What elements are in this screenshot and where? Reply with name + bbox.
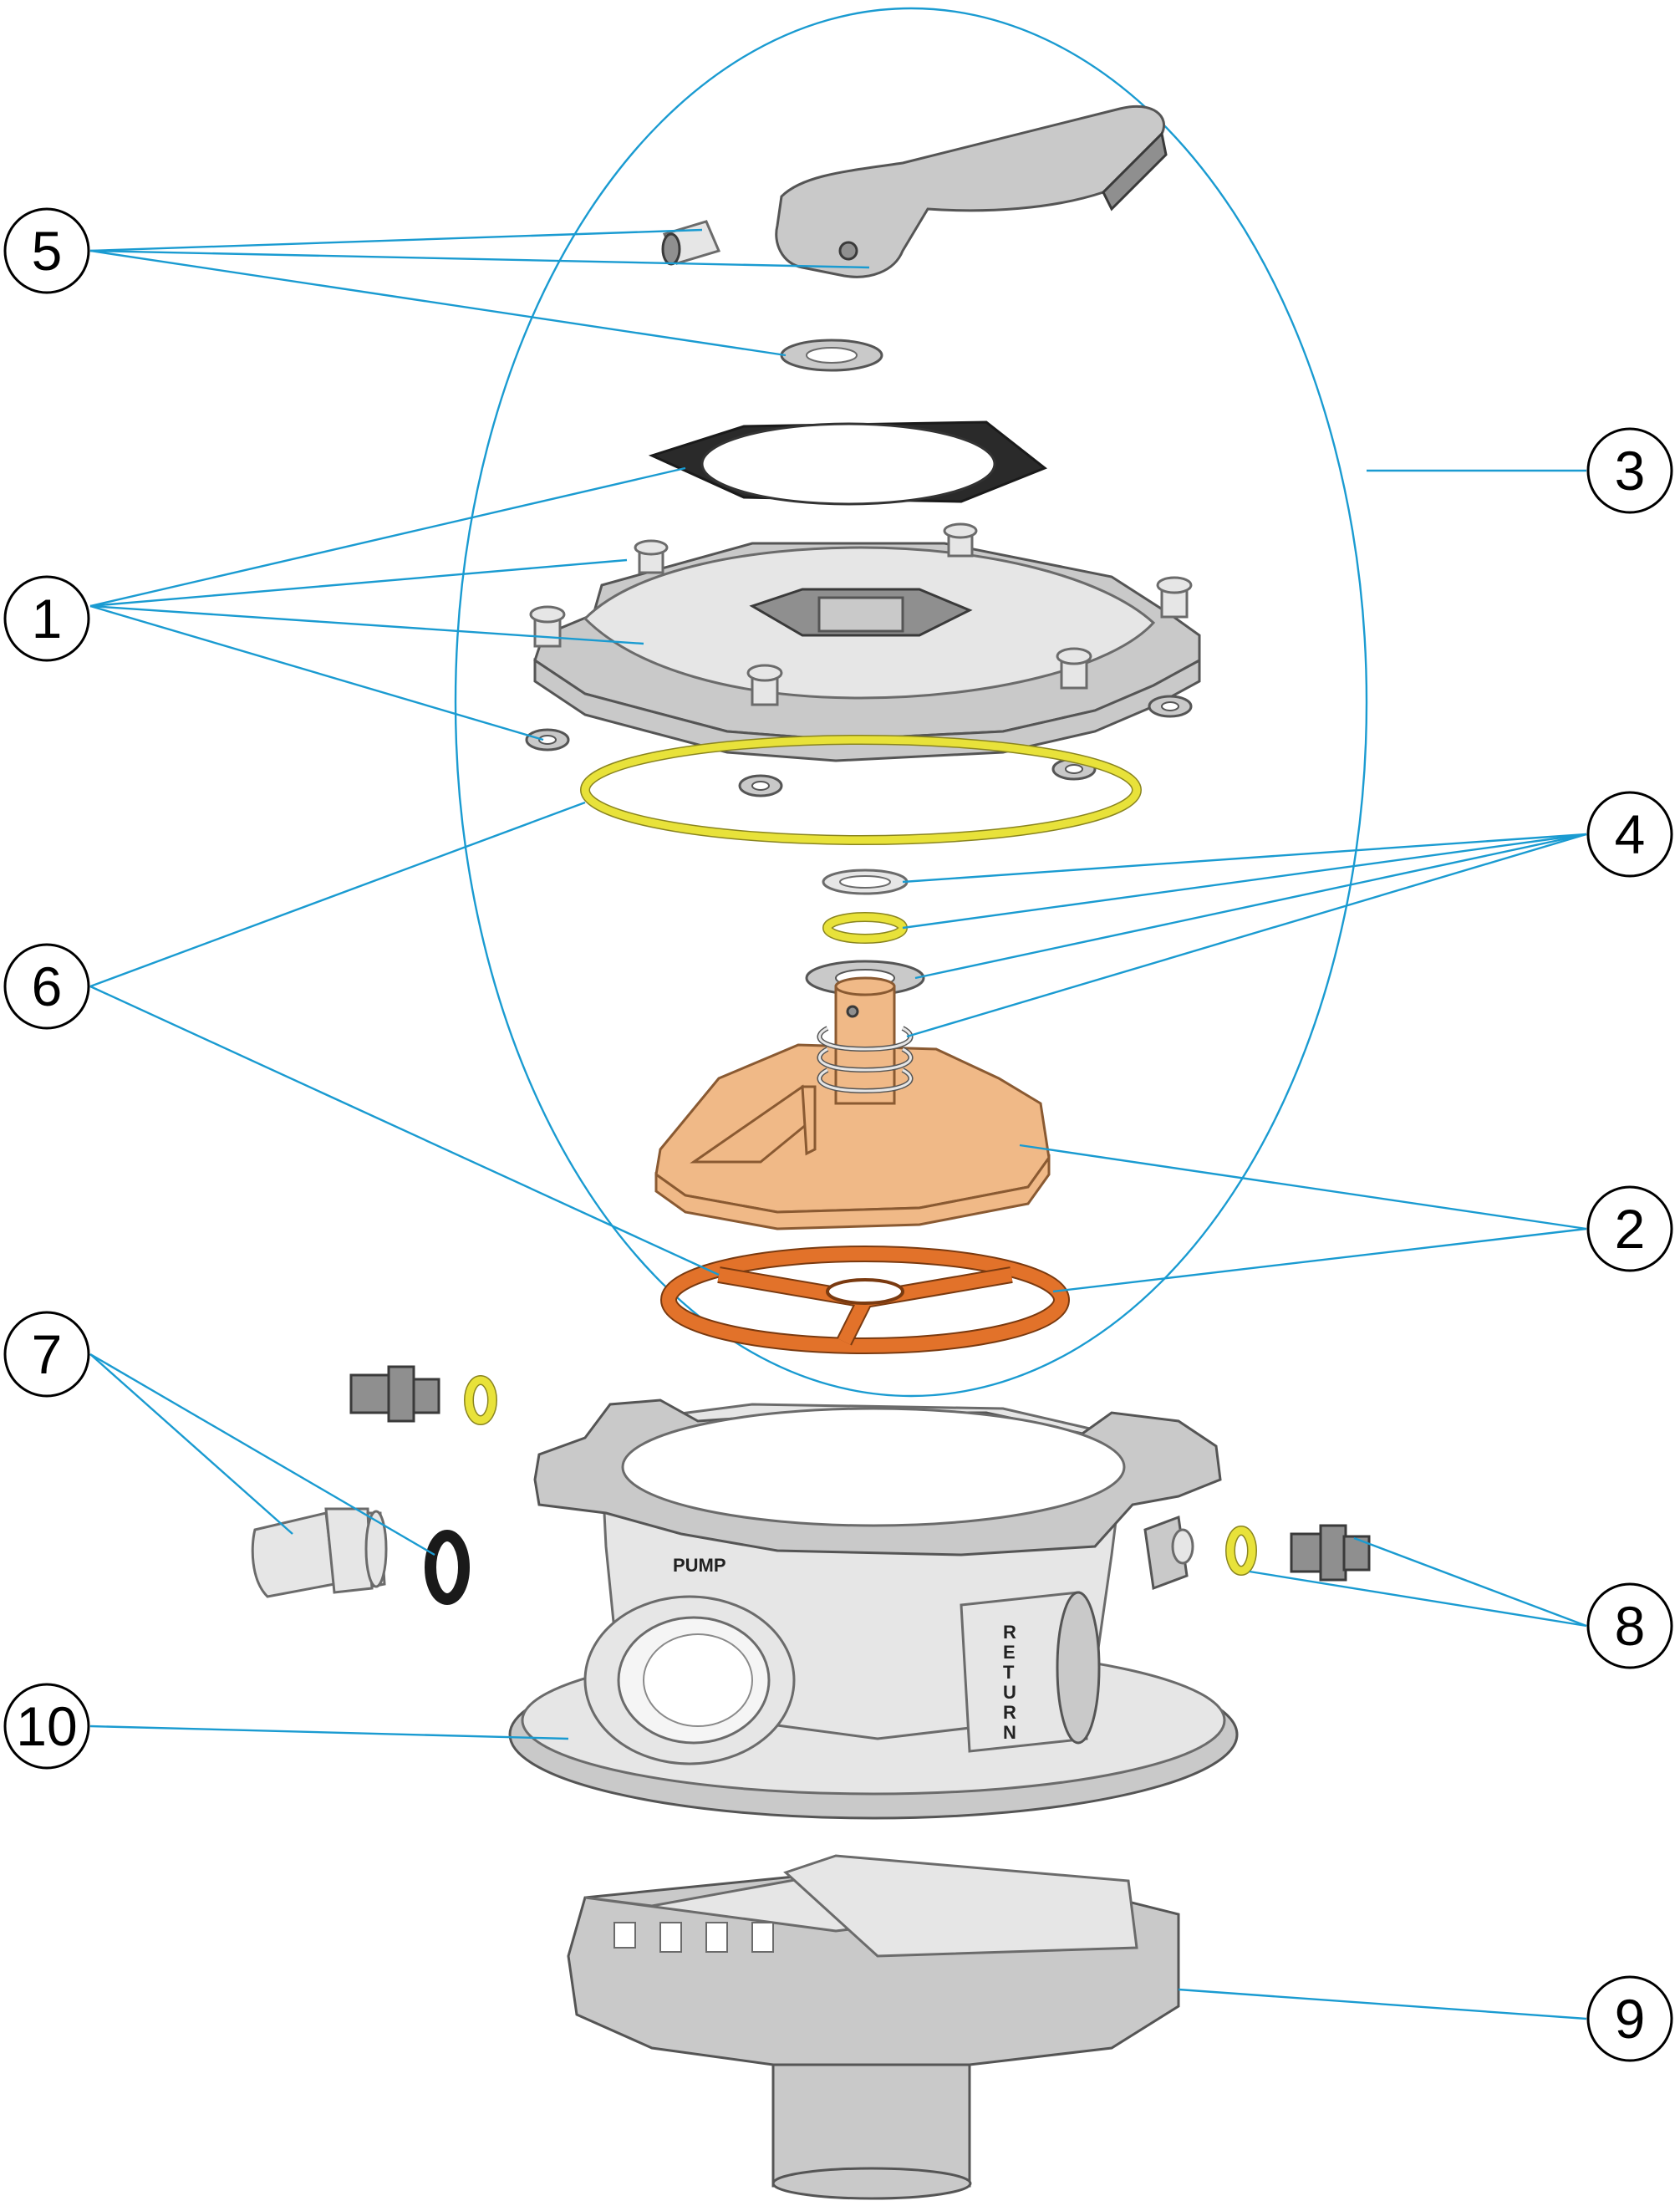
shaft-washer — [822, 869, 909, 895]
callout-9: 9 — [1586, 1975, 1673, 2062]
cover-bolt — [746, 664, 783, 706]
cover-bolt — [1156, 576, 1193, 619]
pump-stamp: PUMP — [673, 1555, 726, 1576]
hose-adapter — [251, 1507, 388, 1598]
adapter-o-ring — [425, 1530, 470, 1605]
callout-10-label: 10 — [16, 1695, 77, 1757]
lever-pin — [661, 220, 721, 266]
cover-bolts — [529, 522, 1193, 706]
cover-bolt — [943, 522, 978, 558]
callout-5-label: 5 — [32, 220, 63, 282]
callout-1: 1 — [3, 575, 90, 662]
shaft-o-ring — [822, 912, 908, 944]
valve-cover — [533, 542, 1201, 762]
callout-3-label: 3 — [1615, 440, 1646, 502]
leader-lines — [89, 228, 1587, 2020]
port-plug-right-o-ring — [1225, 1526, 1257, 1576]
cover-nut — [525, 728, 570, 751]
callout-1-label: 1 — [32, 588, 63, 650]
callout-2-label: 2 — [1615, 1198, 1646, 1260]
callout-4-label: 4 — [1615, 803, 1646, 865]
cover-bolt — [529, 605, 566, 648]
lever-handle — [775, 104, 1168, 278]
diffuser — [567, 1854, 1180, 2200]
callout-8-label: 8 — [1615, 1595, 1646, 1657]
callout-7-label: 7 — [32, 1323, 63, 1385]
callout-7: 7 — [3, 1311, 90, 1398]
rotor — [654, 976, 1051, 1230]
callout-8: 8 — [1586, 1582, 1673, 1669]
callout-9-label: 9 — [1615, 1988, 1646, 2050]
spider-gasket — [660, 1246, 1070, 1354]
cover-bolt — [634, 539, 669, 574]
callout-3: 3 — [1586, 427, 1673, 514]
callout-4: 4 — [1586, 791, 1673, 878]
port-plug-left-o-ring — [464, 1375, 497, 1425]
callout-5: 5 — [3, 207, 90, 294]
callout-6: 6 — [3, 943, 90, 1030]
cover-nut — [738, 774, 783, 797]
cover-gasket — [648, 420, 1047, 506]
port-plug-left — [349, 1365, 440, 1423]
cover-o-ring — [580, 735, 1142, 845]
cover-nut — [1148, 695, 1193, 718]
callout-10: 10 — [3, 1683, 90, 1770]
callout-6-label: 6 — [32, 955, 63, 1017]
assembly-group-ellipse — [454, 7, 1368, 1398]
cover-bolt — [1056, 647, 1092, 690]
lever-washer — [780, 339, 883, 372]
callout-2: 2 — [1586, 1185, 1673, 1272]
port-plug-right — [1290, 1524, 1371, 1582]
